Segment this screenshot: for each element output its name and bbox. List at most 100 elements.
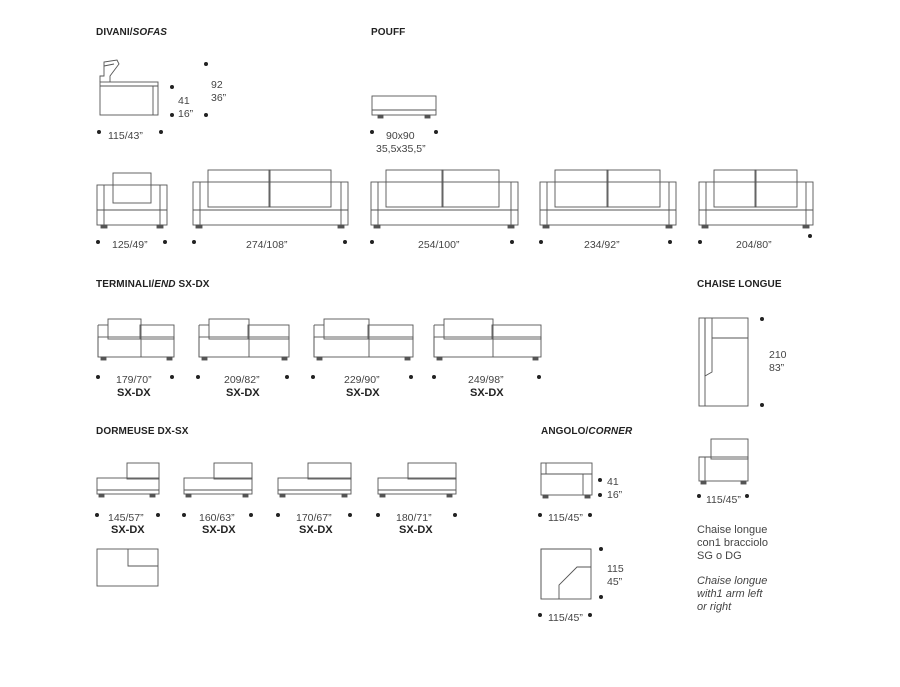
dimension-marker-dot bbox=[598, 478, 602, 482]
dimension-marker-dot bbox=[170, 85, 174, 89]
corner-front bbox=[540, 462, 593, 499]
corner-seat-height-cm: 41 bbox=[607, 476, 619, 488]
dimension-marker-dot bbox=[537, 375, 541, 379]
sofa-height-cm: 92 bbox=[211, 79, 223, 91]
sofa-width-234: 234/92” bbox=[584, 239, 620, 251]
dimension-marker-dot bbox=[409, 375, 413, 379]
dimension-marker-dot bbox=[598, 493, 602, 497]
sofa-front-125 bbox=[96, 172, 168, 229]
corner-depth-in: 45” bbox=[607, 576, 623, 588]
chaise-note-en-line2: with1 arm left bbox=[697, 588, 763, 600]
dimension-marker-dot bbox=[348, 513, 352, 517]
dormeuse-side-145: SX-DX bbox=[111, 524, 145, 536]
dimension-marker-dot bbox=[745, 494, 749, 498]
dimension-marker-dot bbox=[599, 595, 603, 599]
dimension-marker-dot bbox=[276, 513, 280, 517]
dimension-marker-dot bbox=[453, 513, 457, 517]
dormeuse-side-170: SX-DX bbox=[299, 524, 333, 536]
end-width-249: 249/98” bbox=[468, 374, 504, 386]
dimension-marker-dot bbox=[163, 240, 167, 244]
sofa-seat-height-cm: 41 bbox=[178, 95, 190, 107]
dimension-marker-dot bbox=[434, 130, 438, 134]
dimension-marker-dot bbox=[196, 375, 200, 379]
dormeuse-170 bbox=[277, 462, 352, 498]
dimension-marker-dot bbox=[539, 240, 543, 244]
sofa-width-254: 254/100” bbox=[418, 239, 460, 251]
dimension-marker-dot bbox=[192, 240, 196, 244]
dimension-marker-dot bbox=[182, 513, 186, 517]
chaise-longue-front bbox=[698, 438, 749, 485]
sofa-height-in: 36” bbox=[211, 92, 227, 104]
chaise-length-cm: 210 bbox=[769, 349, 787, 361]
chaise-note-en-line3: or right bbox=[697, 601, 732, 613]
dimension-marker-dot bbox=[285, 375, 289, 379]
dimension-marker-dot bbox=[156, 513, 160, 517]
dormeuse-width-170: 170/67” bbox=[296, 512, 332, 524]
corner-seat-height-in: 16” bbox=[607, 489, 623, 501]
corner-plan bbox=[540, 548, 592, 600]
dimension-marker-dot bbox=[343, 240, 347, 244]
dimension-marker-dot bbox=[432, 375, 436, 379]
dimension-marker-dot bbox=[311, 375, 315, 379]
heading-dormeuse: DORMEUSE DX-SX bbox=[96, 426, 189, 437]
sofa-width-204: 204/80” bbox=[736, 239, 772, 251]
end-width-229: 229/90” bbox=[344, 374, 380, 386]
dimension-marker-dot bbox=[249, 513, 253, 517]
sofa-front-254 bbox=[370, 169, 519, 229]
dimension-marker-dot bbox=[697, 494, 701, 498]
chaise-length-in: 83” bbox=[769, 362, 785, 374]
dimension-marker-dot bbox=[204, 62, 208, 66]
dimension-marker-dot bbox=[760, 403, 764, 407]
sofa-depth-label: 115/43” bbox=[108, 130, 143, 142]
dimension-marker-dot bbox=[808, 234, 812, 238]
dormeuse-160 bbox=[183, 462, 253, 498]
dimension-marker-dot bbox=[538, 613, 542, 617]
chaise-note-it-line1: Chaise longue bbox=[697, 524, 768, 536]
dormeuse-145 bbox=[96, 462, 160, 498]
dimension-marker-dot bbox=[95, 513, 99, 517]
dormeuse-side-180: SX-DX bbox=[399, 524, 433, 536]
end-side-229: SX-DX bbox=[346, 387, 380, 399]
chaise-note-it-line2: con1 bracciolo bbox=[697, 537, 768, 549]
dimension-marker-dot bbox=[588, 613, 592, 617]
end-side-209: SX-DX bbox=[226, 387, 260, 399]
end-unit-229 bbox=[313, 318, 414, 361]
corner-unit-width: 115/45” bbox=[548, 512, 583, 524]
dormeuse-width-160: 160/63” bbox=[199, 512, 235, 524]
sofa-width-125: 125/49” bbox=[112, 239, 148, 251]
sofa-side-profile bbox=[99, 59, 159, 116]
dimension-marker-dot bbox=[370, 130, 374, 134]
end-side-179: SX-DX bbox=[117, 387, 151, 399]
chaise-note-it-line3: SG o DG bbox=[697, 550, 742, 562]
dimension-marker-dot bbox=[159, 130, 163, 134]
dimension-marker-dot bbox=[96, 240, 100, 244]
heading-sofas: DIVANI/SOFAS bbox=[96, 27, 168, 38]
pouff-dim-cm: 90x90 bbox=[386, 130, 415, 142]
dimension-marker-dot bbox=[204, 113, 208, 117]
dimension-marker-dot bbox=[668, 240, 672, 244]
dormeuse-180 bbox=[377, 462, 457, 498]
dimension-marker-dot bbox=[376, 513, 380, 517]
heading-pouff: POUFF bbox=[371, 27, 406, 38]
dimension-marker-dot bbox=[170, 375, 174, 379]
heading-chaise-longue: CHAISE LONGUE bbox=[697, 279, 782, 290]
dimension-marker-dot bbox=[370, 240, 374, 244]
heading-corner: ANGOLO/CORNER bbox=[541, 426, 633, 437]
dormeuse-width-180: 180/71” bbox=[396, 512, 432, 524]
dimension-marker-dot bbox=[599, 547, 603, 551]
end-width-179: 179/70” bbox=[116, 374, 152, 386]
end-unit-179 bbox=[97, 318, 175, 361]
chaise-note-it: Chaise longue con1 bracciolo SG o DG bbox=[697, 524, 768, 563]
sofa-width-274: 274/108” bbox=[246, 239, 288, 251]
corner-depth-cm: 115 bbox=[607, 563, 624, 575]
pouff-dim-in: 35,5x35,5” bbox=[376, 143, 426, 155]
chaise-note-en: Chaise longue with1 arm left or right bbox=[697, 575, 767, 614]
dimension-marker-dot bbox=[96, 375, 100, 379]
sofa-front-204 bbox=[698, 169, 814, 229]
dimension-marker-dot bbox=[510, 240, 514, 244]
dimension-marker-dot bbox=[170, 113, 174, 117]
sofa-front-274 bbox=[192, 169, 349, 229]
dimension-marker-dot bbox=[588, 513, 592, 517]
dormeuse-side-160: SX-DX bbox=[202, 524, 236, 536]
